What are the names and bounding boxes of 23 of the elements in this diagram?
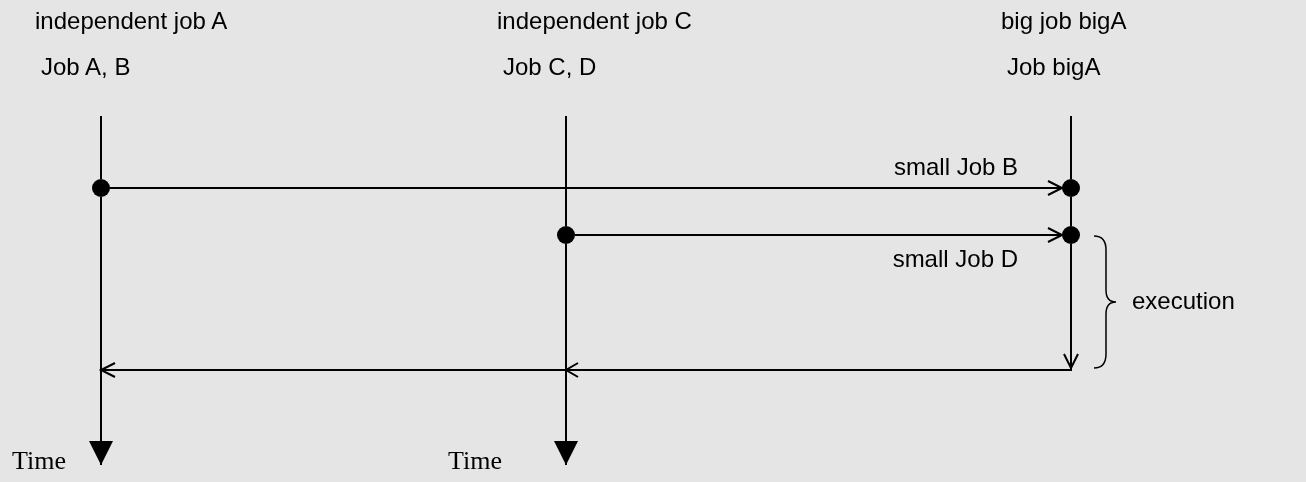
job-label: Job A, B	[40, 52, 132, 82]
edge-label: small Job B	[893, 152, 1018, 182]
event-dot	[1062, 179, 1080, 197]
column-heading: independent job A	[35, 6, 229, 36]
event-dot	[1062, 226, 1080, 244]
event-dot	[92, 179, 110, 197]
job-label: Job C, D	[502, 52, 598, 82]
column-heading: big job bigA	[1001, 6, 1128, 36]
axis-label: Time	[12, 446, 66, 476]
connector-line	[1070, 196, 1072, 227]
axis-label: Time	[448, 446, 502, 476]
arrow	[574, 227, 1063, 243]
job-label: Job bigA	[1006, 52, 1102, 82]
connector-line	[100, 115, 102, 180]
edge-label: small Job D	[892, 244, 1018, 274]
arrow	[109, 180, 1063, 196]
connector-line	[565, 115, 567, 227]
event-dot	[557, 226, 575, 244]
connector-line	[1070, 115, 1072, 180]
bracket-label: execution	[1132, 286, 1235, 316]
arrow	[89, 196, 113, 466]
arrow	[554, 243, 578, 466]
column-heading: independent job C	[497, 6, 693, 36]
